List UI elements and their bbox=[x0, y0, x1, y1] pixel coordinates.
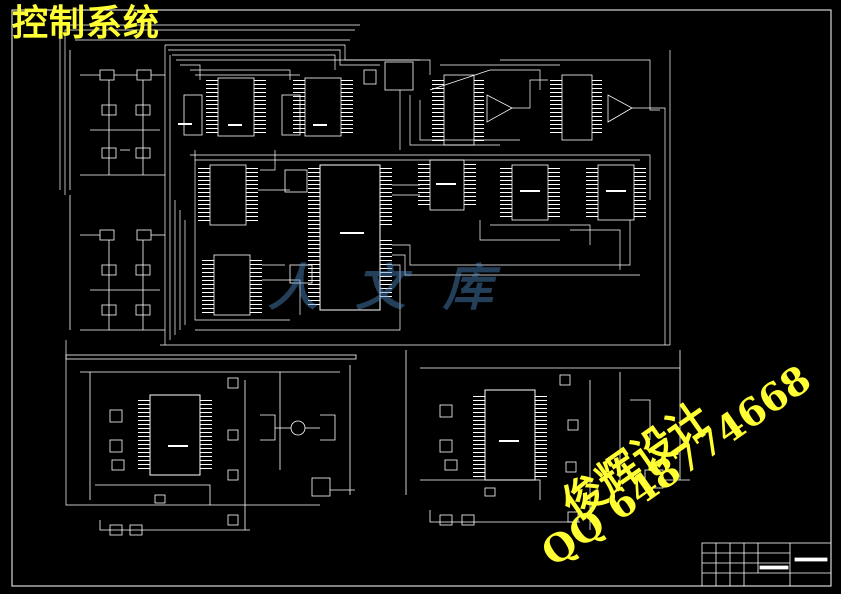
watermark-logo: 人 文 库 bbox=[268, 258, 503, 317]
power-supply-mid bbox=[69, 195, 165, 331]
power-supply-top bbox=[69, 50, 165, 190]
motor-driver-left bbox=[65, 354, 357, 536]
drawing-border bbox=[11, 9, 832, 587]
component-labels bbox=[168, 123, 626, 447]
page-title: 控制系统 bbox=[12, 3, 161, 44]
bus-wiring bbox=[59, 24, 671, 506]
title-block bbox=[701, 542, 832, 587]
ic-array-top bbox=[183, 61, 646, 316]
motor-driver-right bbox=[405, 350, 690, 530]
